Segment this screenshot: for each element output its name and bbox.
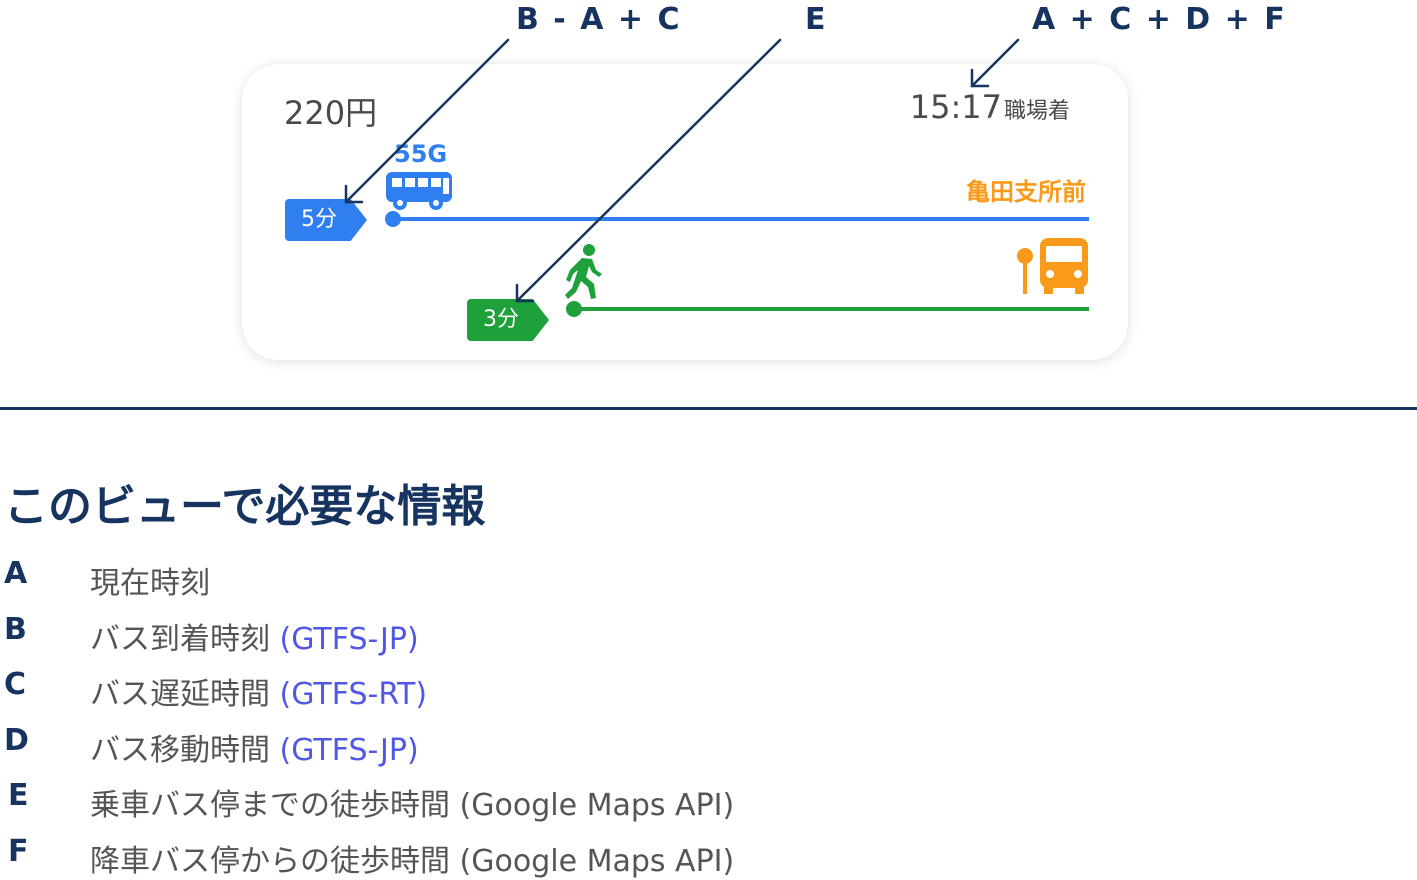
legend-key: C: [4, 667, 27, 702]
arrival-time: 15:17: [909, 88, 1002, 126]
legend-label: 乗車バス停までの徒歩時間 (Google Maps API): [90, 780, 734, 824]
callout-label-a-plus-c-plus-d-plus-f: A + C + D + F: [1032, 2, 1287, 37]
route-card[interactable]: 220円 15:17職場着 55G 亀田支所前 5分 3分: [242, 64, 1128, 360]
legend-label-text: 乗車バス停までの徒歩時間 (Google Maps API): [90, 788, 735, 823]
walk-segment-line: [572, 307, 1089, 311]
bus-stop-icon: [1017, 238, 1088, 294]
legend-data-source: (GTFS-JP): [279, 733, 419, 768]
legend-data-source: (GTFS-JP): [279, 622, 419, 657]
legend-key: D: [4, 723, 29, 758]
legend-label: バス移動時間 (GTFS-JP): [90, 725, 419, 769]
walk-segment-start-dot: [566, 301, 582, 317]
arrival-info: 15:17職場着: [910, 88, 1070, 126]
legend-data-source: (GTFS-RT): [279, 677, 428, 712]
legend-label-text: バス移動時間: [90, 733, 270, 768]
pedestrian-icon: [565, 244, 602, 299]
legend-label-text: 現在時刻: [90, 566, 210, 601]
legend-label: 降車バス停からの徒歩時間 (Google Maps API): [90, 836, 734, 880]
bus-segment-line: [392, 217, 1089, 221]
legend-key: A: [4, 556, 28, 591]
callout-label-b-minus-a-plus-c: B - A + C: [516, 2, 682, 37]
bus-wait-badge: 5分: [285, 199, 367, 241]
bus-segment-start-dot: [385, 211, 401, 227]
fare-amount: 220円: [284, 94, 378, 132]
legend-label: バス到着時刻 (GTFS-JP): [90, 614, 419, 658]
bus-stop-name: 亀田支所前: [966, 178, 1086, 206]
legend-title: このビューで必要な情報: [4, 481, 486, 532]
legend-label-text: バス遅延時間: [90, 677, 270, 712]
legend-label-text: 降車バス停からの徒歩時間 (Google Maps API): [90, 844, 735, 879]
legend-label: バス遅延時間 (GTFS-RT): [90, 669, 427, 713]
section-divider: [0, 407, 1417, 410]
legend-key: B: [4, 612, 27, 647]
bus-route-number: 55G: [394, 140, 448, 168]
legend-label: 現在時刻: [90, 558, 210, 602]
arrival-label: 職場着: [1003, 99, 1070, 124]
callout-label-e: E: [805, 2, 828, 37]
legend-key: E: [8, 778, 29, 813]
bus-icon: [386, 172, 452, 210]
walk-time-badge: 3分: [467, 299, 549, 341]
legend-key: F: [8, 834, 29, 869]
legend-label-text: バス到着時刻: [90, 622, 270, 657]
